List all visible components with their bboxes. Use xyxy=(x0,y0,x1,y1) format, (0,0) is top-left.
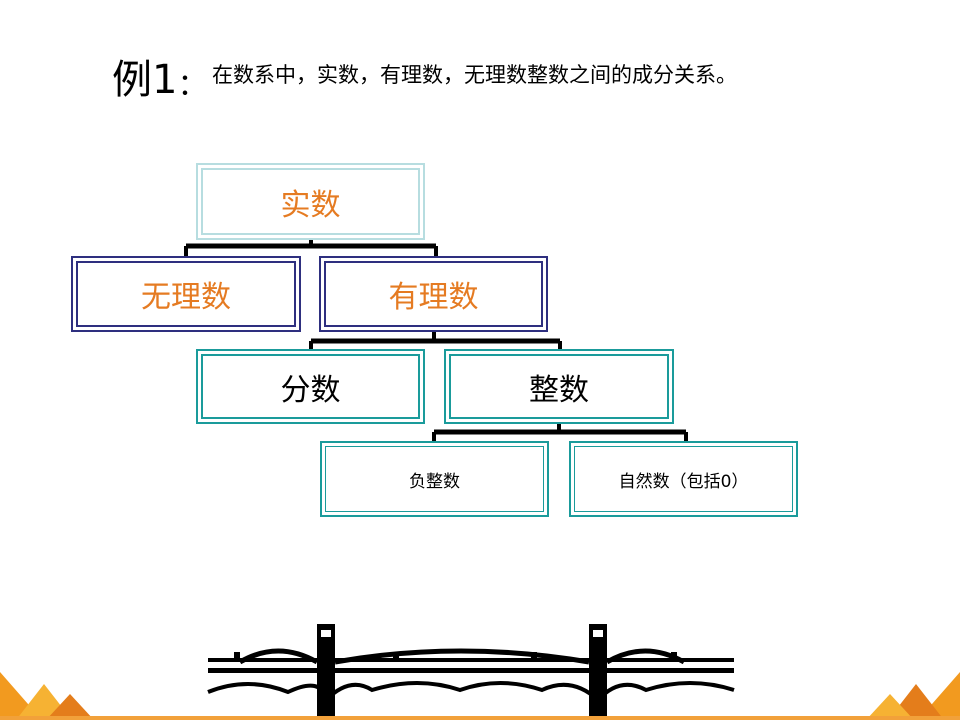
example-number: 例1 xyxy=(112,57,178,103)
node-fraction: 分数 xyxy=(196,349,425,424)
node-real-number: 实数 xyxy=(196,163,425,240)
example-label: 例1： xyxy=(112,56,207,110)
node-irrational-number: 无理数 xyxy=(71,256,301,332)
example-colon: ： xyxy=(177,68,208,103)
example-question: 在数系中，实数，有理数，无理数整数之间的成分关系。 xyxy=(212,63,737,87)
node-negative-integer: 负整数 xyxy=(320,441,549,517)
node-integer: 整数 xyxy=(444,349,674,424)
node-natural-number: 自然数（包括0） xyxy=(569,441,798,517)
node-rational-number: 有理数 xyxy=(319,256,548,332)
